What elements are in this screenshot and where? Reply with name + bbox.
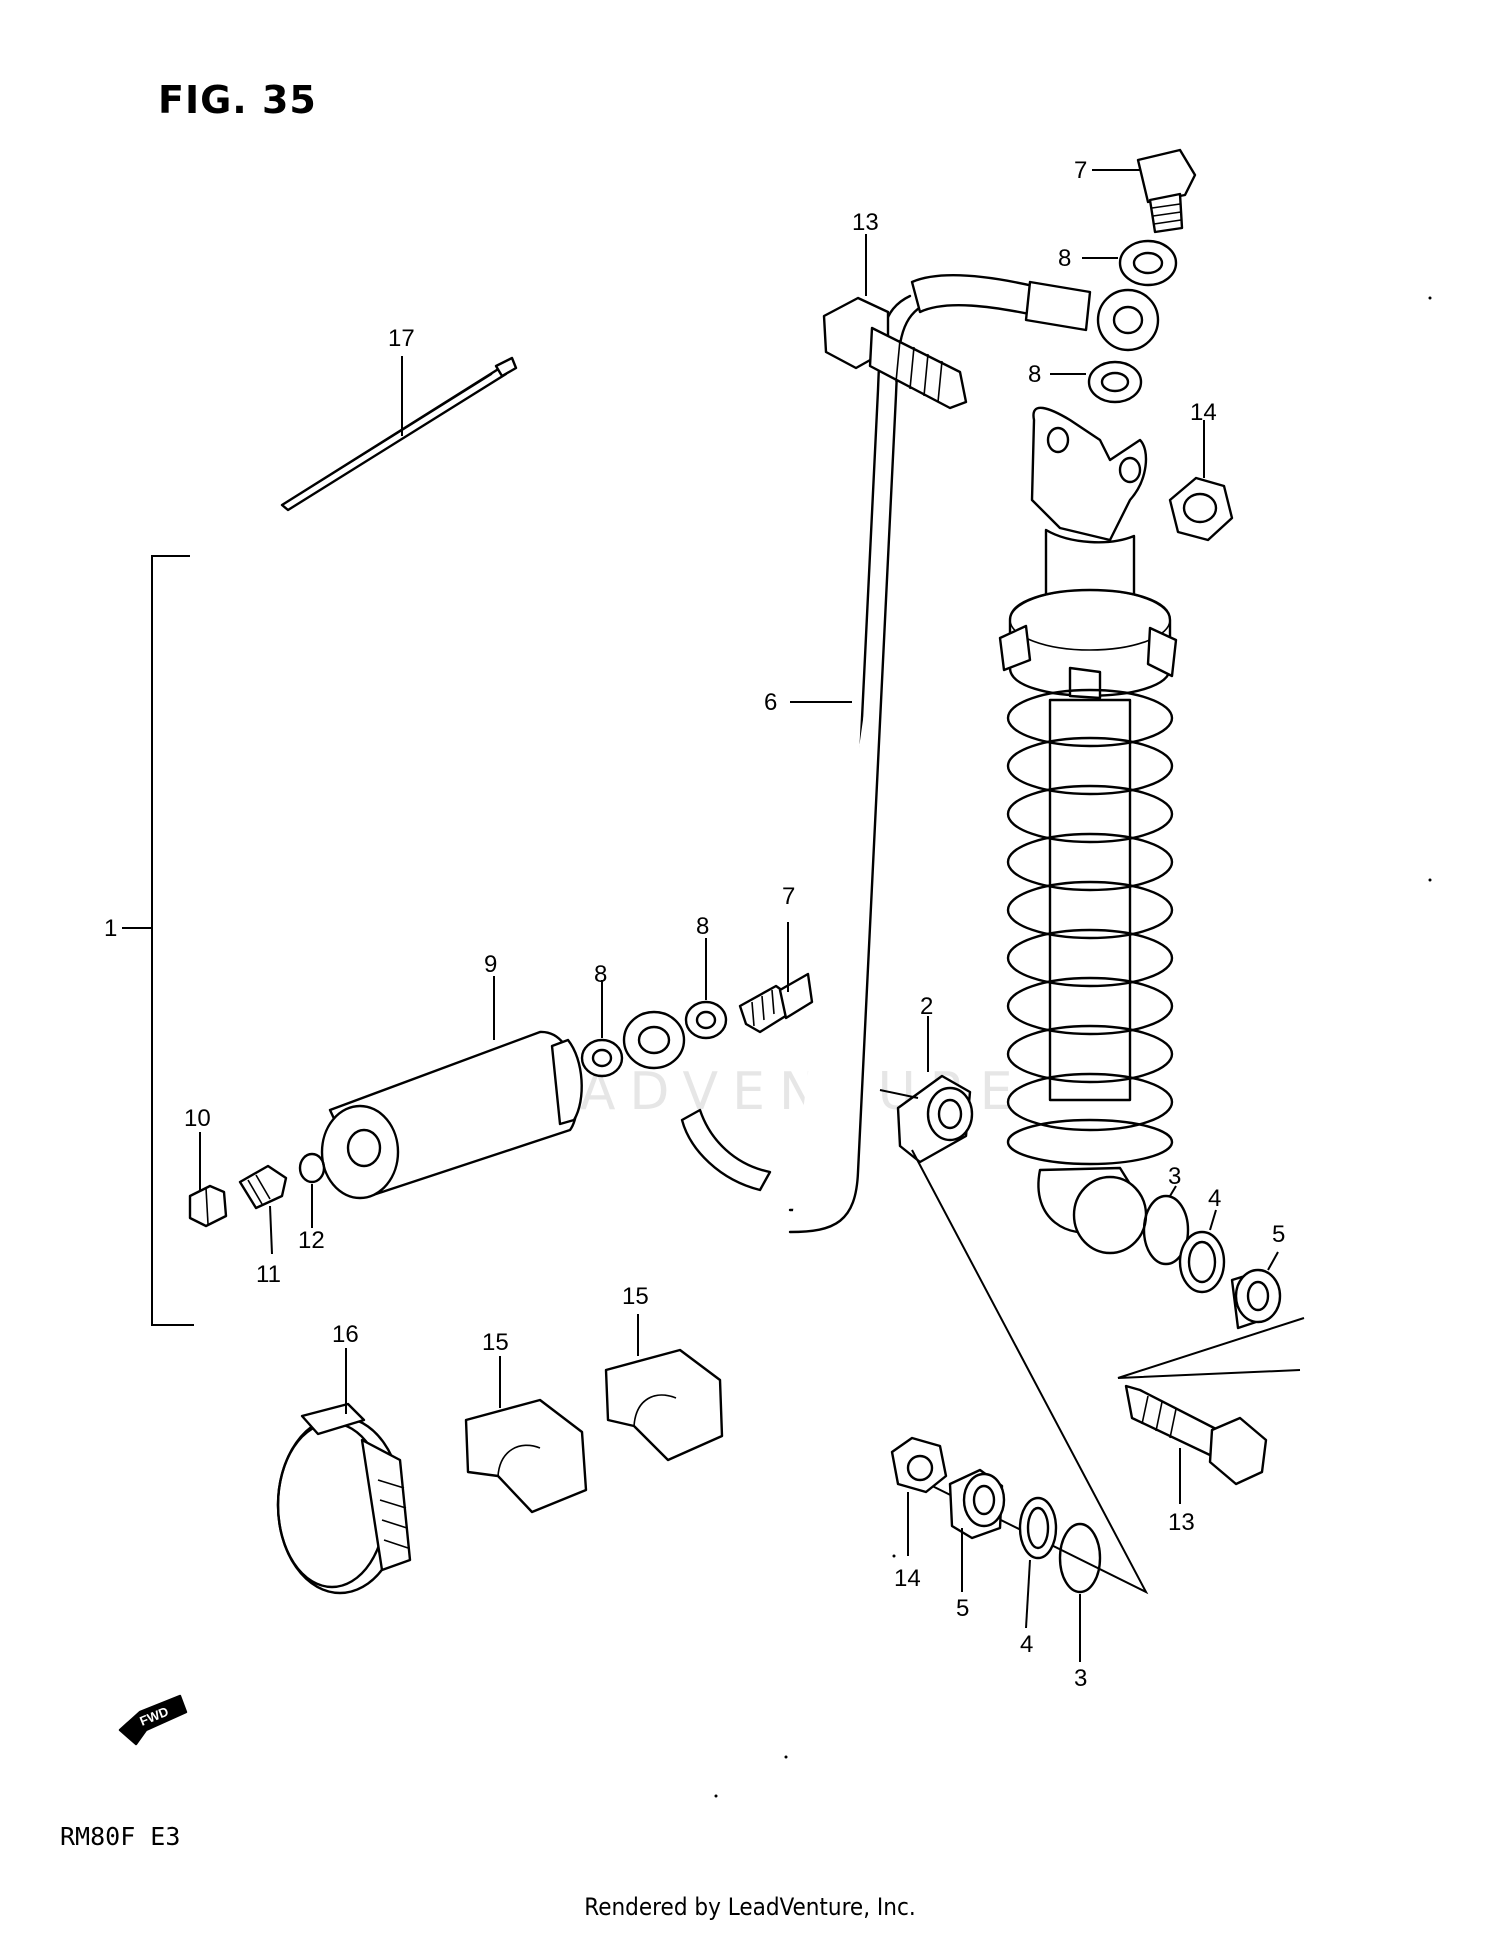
callout-8-top-1: 8 [1058,245,1071,272]
callout-8-middle-2: 8 [594,961,607,988]
reservoir-tank-part[interactable] [320,1030,583,1200]
leader-lines [199,169,1279,1662]
callout-5-lower: 5 [956,1595,969,1622]
mount-bolt-lower-part[interactable] [1124,1384,1268,1486]
callout-4-lower: 4 [1020,1631,1033,1658]
banjo-bolt-top-part[interactable] [1136,148,1197,234]
callout-14-lower: 14 [894,1565,921,1592]
forward-direction-badge: FWD [118,1694,188,1746]
callout-9: 9 [484,951,497,978]
snap-ring-lower-part[interactable] [1058,1522,1102,1594]
callout-5-right: 5 [1272,1221,1285,1248]
nut-lower-part[interactable] [890,1436,948,1494]
callout-15-left: 15 [482,1329,509,1356]
valve-cap-part[interactable] [188,1184,228,1228]
callout-12: 12 [298,1227,325,1254]
cushion-right-part[interactable] [604,1348,724,1462]
nut-top-part[interactable] [1168,476,1234,542]
callout-1: 1 [104,915,117,942]
shock-absorber-part[interactable] [998,406,1178,1255]
collar-part[interactable] [896,1074,974,1164]
figure-title: FIG. 35 [158,78,317,122]
callout-13-lower: 13 [1168,1509,1195,1536]
snap-ring-right-part[interactable] [1142,1194,1190,1266]
o-ring-part[interactable] [298,1152,326,1184]
callout-8-top-2: 8 [1028,361,1041,388]
callout-8-middle-1: 8 [696,913,709,940]
callout-7-middle: 7 [782,883,795,910]
bushing-right-part[interactable] [1230,1268,1282,1330]
banjo-bolt-middle-part[interactable] [738,972,814,1034]
oil-seal-lower-part[interactable] [1018,1496,1058,1560]
banjo-fitting-top[interactable] [1096,288,1160,352]
callout-7-top: 7 [1074,157,1087,184]
callout-17: 17 [388,325,415,352]
callout-3-right: 3 [1168,1163,1181,1190]
banjo-fitting-middle[interactable] [622,1010,686,1070]
callout-10: 10 [184,1105,211,1132]
washer-middle-2-part[interactable] [580,1038,624,1078]
callout-2: 2 [920,993,933,1020]
callout-11: 11 [256,1261,281,1288]
reservoir-hose-part[interactable] [680,274,1092,1234]
mount-bolt-top-part[interactable] [822,296,968,410]
callout-13-top: 13 [852,209,879,236]
shock-spring [1006,688,1174,1166]
callout-16: 16 [332,1321,359,1348]
callout-14-top: 14 [1190,399,1217,426]
cable-tie-part[interactable] [280,356,518,512]
hose-clamp-part[interactable] [276,1402,412,1595]
scan-dots [714,296,1432,1798]
model-code: RM80F E3 [60,1822,181,1851]
cushion-left-part[interactable] [464,1398,588,1514]
callout-labels: 1 2 3 3 4 4 5 5 6 7 7 8 8 8 8 9 10 11 12… [104,157,1285,1692]
oil-seal-right-part[interactable] [1178,1230,1226,1294]
callout-6: 6 [764,689,777,716]
bushing-lower-part[interactable] [948,1468,1006,1540]
callout-15-right: 15 [622,1283,649,1310]
washer-top-1-part[interactable] [1118,239,1178,287]
washer-top-2-part[interactable] [1087,360,1143,404]
callout-3-lower: 3 [1074,1665,1087,1692]
washer-middle-1-part[interactable] [684,1000,728,1040]
callout-4-right: 4 [1208,1185,1221,1212]
air-valve-part[interactable] [238,1164,288,1210]
render-credit-footer: Rendered by LeadVenture, Inc. [584,1893,916,1921]
assembly-bracket [122,555,194,1326]
